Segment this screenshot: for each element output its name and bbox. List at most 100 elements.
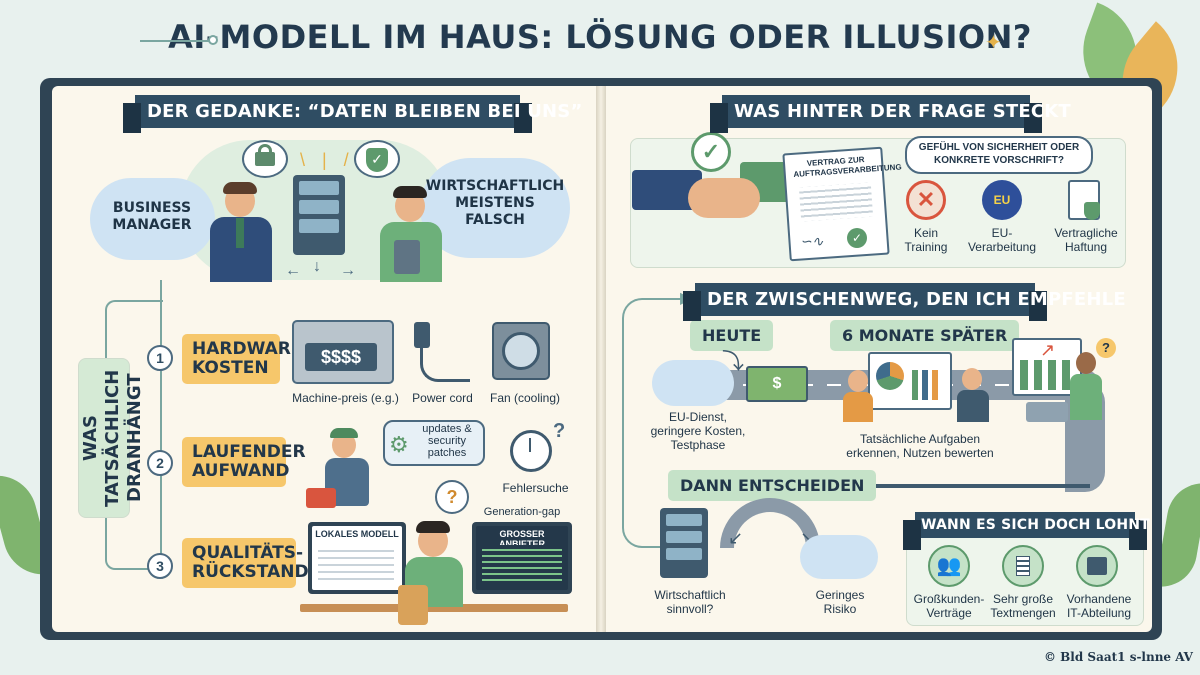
- no-training-icon: ✕: [906, 180, 946, 220]
- curved-arrow-icon: ⤵: [722, 349, 745, 374]
- question-bubble-icon: ?: [435, 480, 469, 514]
- eu-flag-icon: EU: [982, 180, 1022, 220]
- growth-arrow-icon: ↗: [1040, 340, 1056, 360]
- arrow-icon: →: [340, 262, 356, 279]
- generation-gap-label: Generation-gap: [483, 506, 561, 518]
- step-number-1: 1: [147, 345, 173, 371]
- contract-text-lines: [798, 182, 874, 222]
- technician-cap: [330, 428, 358, 438]
- seal-check-icon: ✓: [847, 228, 867, 248]
- sparkle-icon: ✦: [985, 32, 1002, 54]
- vertical-label-panel: [78, 358, 130, 518]
- dann-entscheiden-label: DANN ENTSCHEIDEN: [668, 470, 877, 501]
- tablet-icon: [394, 240, 420, 274]
- decision-arrow-line: [850, 484, 1090, 488]
- handshake-icon: [688, 178, 760, 218]
- laptop-icon: [1026, 402, 1068, 422]
- left-banner: DER GEDANKE: “DATEN BLEIBEN BEI UNS”: [123, 95, 582, 133]
- grosser-anbieter-label: GROSSER ANBIETER: [498, 529, 545, 549]
- code-lines: [482, 545, 562, 583]
- hardware-kosten-label: HARDWARE KOSTEN: [182, 334, 302, 384]
- fork-arrow-left: ↙: [728, 528, 744, 548]
- book-spine: [596, 86, 606, 632]
- arrow-icon: ←: [285, 262, 301, 279]
- updates-security-label: updates & security patches: [422, 423, 472, 459]
- lokales-text-lines: [318, 545, 394, 585]
- developer-hair: [393, 186, 427, 198]
- loop-arrow: [622, 298, 686, 548]
- business-manager-label: BUSINESS MANAGER: [112, 200, 192, 233]
- fan-blades: [502, 332, 540, 370]
- page-title: AI-MODELL IM HAUS: LÖSUNG ODER ILLUSION?: [168, 18, 1032, 56]
- power-cord-label: Power cord: [412, 391, 473, 405]
- lohnt-banner: WANN ES SICH DOCH LOHNT: [903, 512, 1150, 550]
- analyst-2-body: [957, 390, 989, 422]
- question-icon: ?: [553, 420, 566, 442]
- aufgaben-label: Tatsächliche Aufgaben erkennen, Nutzen b…: [846, 432, 994, 460]
- arrow-icon: ↓: [313, 258, 321, 275]
- timeline-connector: [160, 280, 162, 570]
- group-icon: 👥: [928, 545, 970, 587]
- signature-icon: ∽∿: [800, 233, 824, 249]
- footer-credit: © Bld Saat1 s-lnne AV: [1043, 650, 1193, 664]
- shield-check-icon: ✓: [366, 148, 388, 172]
- heute-label: HEUTE: [690, 320, 774, 351]
- document-icon: [1002, 545, 1044, 587]
- step-number-2: 2: [147, 450, 173, 476]
- lock-shackle: [258, 144, 272, 156]
- fan-cooling-label: Fan (cooling): [489, 391, 561, 405]
- wirtschaftlich-label: WIRTSCHAFTLICH MEISTENS FALSCH: [425, 178, 565, 228]
- fehlersuche-label: Fehlersuche: [502, 481, 569, 495]
- power-cord-cable: [420, 346, 470, 382]
- question-speech-bubble: [905, 136, 1093, 174]
- cloud-wirtschaftlich: [420, 158, 570, 258]
- shield-icon: [1084, 202, 1100, 220]
- money-stack-icon: $: [746, 366, 808, 402]
- eu-dienst-label: EU-Dienst, geringere Kosten, Testphase: [650, 410, 746, 452]
- grosskunden-label: Großkunden- Verträge: [913, 592, 985, 620]
- it-abteilung-label: Vorhandene IT-Abteilung: [1066, 592, 1132, 620]
- it-desk-icon: [1076, 545, 1118, 587]
- pie-chart-icon: [876, 362, 904, 390]
- presenter-avatar: [1076, 352, 1096, 374]
- textmengen-label: Sehr große Textmengen: [990, 592, 1056, 620]
- wirtschaftlich-sinnvoll-label: Wirtschaftlich sinnvoll?: [654, 588, 726, 616]
- analyst-1-avatar: [848, 370, 868, 392]
- presenter-question-icon: ?: [1096, 338, 1116, 358]
- right-banner: WAS HINTER DER FRAGE STECKT: [710, 95, 1071, 133]
- toolbox-icon: [306, 488, 336, 508]
- clock-icon: [510, 430, 552, 472]
- machine-price-display: $$$$: [305, 343, 377, 371]
- desk: [300, 604, 568, 612]
- chair: [398, 585, 428, 625]
- gear-icon: ⚙: [389, 432, 409, 457]
- power-cord-icon: [414, 322, 430, 348]
- question-speech-text: GEFÜHL VON SICHERHEIT ODER KONKRETE VORS…: [918, 142, 1080, 166]
- qualitaets-rueckstand-label: QUALITÄTS- RÜCKSTAND: [182, 538, 309, 588]
- analyst-1-body: [843, 392, 873, 422]
- eu-dienst-cloud-icon: [652, 360, 734, 406]
- glow-rays: \ | /: [300, 150, 355, 170]
- geringes-risiko-label: Geringes Risiko: [815, 588, 865, 616]
- tie-icon: [236, 218, 244, 248]
- analyst-2-avatar: [962, 368, 982, 390]
- title-connector-line: [140, 40, 212, 42]
- kein-training-label: Kein Training: [904, 226, 948, 254]
- eu-verarbeitung-label: EU- Verarbeitung: [967, 226, 1037, 254]
- growth-bars-icon: [1020, 360, 1074, 390]
- was-tatsaechlich-label: WAS TATSÄCHLICH DRANHÄNGT: [80, 369, 145, 507]
- vertragliche-haftung-label: Vertragliche Haftung: [1054, 226, 1118, 254]
- bar-chart-icon: [912, 370, 944, 400]
- machine-price-label: Machine-preis (e.g.): [292, 391, 399, 405]
- server-rack-icon: [293, 175, 345, 255]
- server-icon: [660, 508, 708, 578]
- sechs-monate-label: 6 MONATE SPÄTER: [830, 320, 1020, 351]
- zwischenweg-banner: DER ZWISCHENWEG, DEN ICH EMPFEHLE: [683, 283, 1126, 321]
- cloud-business-manager: [90, 178, 215, 260]
- lokales-modell-label: LOKALES MODELL: [315, 529, 399, 539]
- geringes-risiko-cloud: [800, 535, 878, 579]
- step-number-3: 3: [147, 553, 173, 579]
- checkmark-icon: ✓: [691, 132, 731, 172]
- title-connector-dot: [208, 35, 218, 45]
- presenter-body: [1070, 374, 1102, 420]
